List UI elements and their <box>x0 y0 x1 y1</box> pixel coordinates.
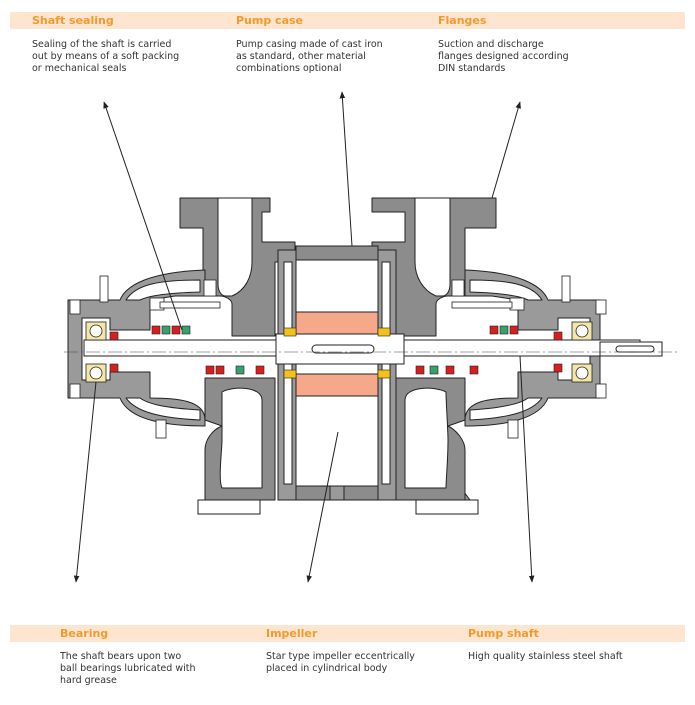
pump-case-description: Pump casing made of cast iron as standar… <box>236 39 383 74</box>
shaft-seals <box>109 325 563 379</box>
bearing-title: Bearing <box>60 627 109 640</box>
top-header-band <box>10 12 685 29</box>
ball-bearings <box>85 321 593 383</box>
pump-case-arrow <box>339 91 353 247</box>
bearing-description: The shaft bears upon two ball bearings l… <box>60 651 196 686</box>
shaft-sealing-arrow <box>103 101 183 331</box>
impeller-description: Star type impeller eccentrically placed … <box>266 651 415 674</box>
shaft-sealing-title: Shaft sealing <box>32 14 114 27</box>
shaft-sealing-description: Sealing of the shaft is carried out by m… <box>32 39 180 74</box>
flanges-arrow <box>491 101 521 199</box>
bearing-arrow <box>73 381 97 583</box>
impeller-lower <box>295 373 379 397</box>
pump-case-title: Pump case <box>236 14 304 27</box>
pump-shaft-description: High quality stainless steel shaft <box>468 651 623 662</box>
pump-shaft-arrow <box>519 355 535 583</box>
left-casing <box>67 197 296 501</box>
bolts <box>69 275 607 439</box>
pump-shaft-title: Pump shaft <box>468 627 539 640</box>
bottom-header-band <box>10 625 685 642</box>
impeller-upper <box>295 311 379 337</box>
flanges-description: Suction and discharge flanges designed a… <box>438 39 569 74</box>
impeller-arrow <box>306 431 339 583</box>
impeller-title: Impeller <box>266 627 318 640</box>
leader-arrows <box>73 91 535 583</box>
shaft-keyway <box>311 344 375 354</box>
right-casing <box>371 197 601 501</box>
flanges-title: Flanges <box>438 14 487 27</box>
pump-shaft <box>64 333 680 365</box>
